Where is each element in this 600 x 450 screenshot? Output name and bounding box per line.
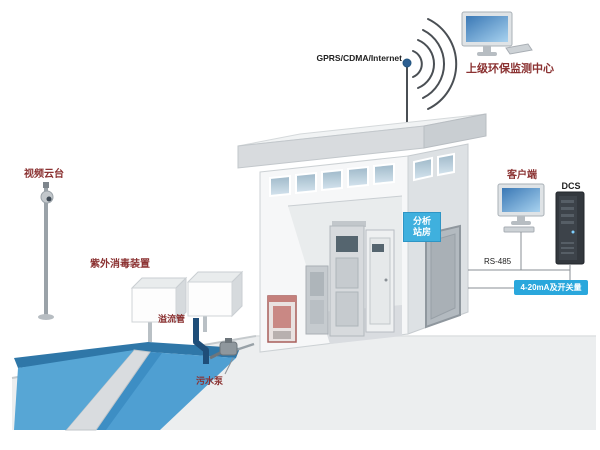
side-windows <box>413 152 455 182</box>
sewage-pump-label: 污水泵 <box>196 376 224 386</box>
video-ptz-label: 视频云台 <box>24 169 64 180</box>
roof <box>237 113 487 169</box>
overflow-pipe <box>193 318 209 364</box>
overflow-pipe-label: 溢流管 <box>158 314 186 324</box>
wall-control-box <box>267 295 297 343</box>
dcs-label: DCS <box>561 181 581 191</box>
analysis-station-building <box>237 113 487 353</box>
monitoring-center-label: 上级环保监测中心 <box>466 63 554 75</box>
ptz-camera-icon <box>38 182 54 320</box>
wireless-waves-icon <box>412 18 458 110</box>
analog-io-badge: 4-20mA及开关量 <box>514 280 588 295</box>
dcs-server-icon <box>555 191 585 265</box>
uv-device-label: 紫外消毒装置 <box>90 259 150 270</box>
uv-device-boxes <box>130 270 244 342</box>
sewage-pump-icon <box>209 338 255 375</box>
front-windows <box>269 162 395 198</box>
monitoring-center-computer-icon <box>461 11 533 56</box>
station-sign: 分析站房 <box>403 212 441 242</box>
station-sign-text: 分析站房 <box>412 216 431 237</box>
client-computer-icon <box>497 183 545 233</box>
gprs-label: GPRS/CDMA/Internet <box>316 53 402 63</box>
client-label: 客户端 <box>507 170 537 181</box>
water-channels <box>14 342 240 431</box>
rs485-label: RS-485 <box>484 257 512 266</box>
antenna-icon <box>402 58 412 132</box>
side-door <box>425 224 461 329</box>
analyzer-cabinets <box>305 221 395 337</box>
